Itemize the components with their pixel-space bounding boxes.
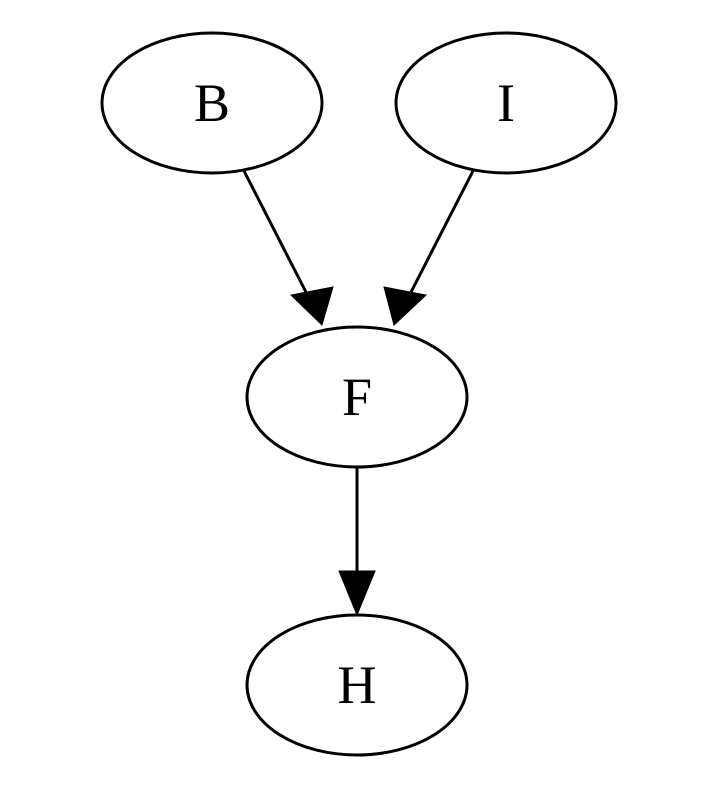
node-f-label: F: [342, 367, 372, 427]
edge-b-to-f-arrowhead: [289, 286, 334, 326]
node-h[interactable]: H: [245, 613, 469, 757]
edge-i-to-f-line: [405, 168, 476, 301]
edge-i-to-f[interactable]: [383, 168, 476, 326]
edge-b-to-f-line: [241, 168, 312, 301]
node-i[interactable]: I: [394, 31, 618, 175]
edge-f-to-h-arrowhead: [338, 570, 376, 617]
edge-b-to-f[interactable]: [241, 168, 334, 326]
node-b[interactable]: B: [100, 31, 324, 175]
node-i-ellipse[interactable]: [394, 31, 618, 175]
edge-f-to-h[interactable]: [338, 467, 376, 617]
node-b-ellipse[interactable]: [100, 31, 324, 175]
node-h-label: H: [338, 655, 377, 715]
node-f-ellipse[interactable]: [245, 325, 469, 469]
node-i-label: I: [497, 73, 515, 133]
node-b-label: B: [194, 73, 230, 133]
node-f[interactable]: F: [245, 325, 469, 469]
edge-i-to-f-arrowhead: [383, 286, 428, 326]
node-h-ellipse[interactable]: [245, 613, 469, 757]
edge-layer: [241, 168, 476, 617]
node-layer: B I F H: [100, 31, 618, 757]
